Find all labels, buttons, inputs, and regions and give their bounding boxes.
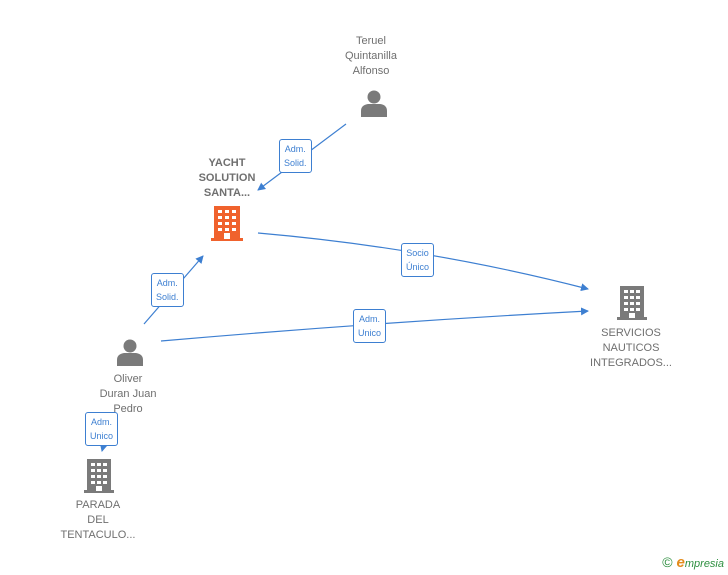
node-label-line: SERVICIOS [601,327,661,339]
edge-label-oliver-parada[interactable]: Adm. Unico [85,412,119,446]
node-parada[interactable]: PARADA DEL TENTACULO... [50,498,146,543]
node-label-line: YACHT [208,157,246,169]
node-label-line: Teruel [356,35,386,47]
node-label-line: Oliver [113,373,143,385]
edge-label-oliver-servicios[interactable]: Adm. Unico [353,309,387,343]
edge-label-oliver-yacht[interactable]: Adm. Solid. [151,273,184,307]
edge-label-yacht-servicios[interactable]: Socio Único [401,243,435,277]
node-label-line: SANTA... [203,187,251,199]
empresia-watermark: ©empresia [662,554,724,571]
node-label-line: Quintanilla [345,50,397,62]
node-label-line: Duran Juan [99,388,157,400]
brand-e: e [676,554,685,571]
node-label-line: INTEGRADOS... [590,357,672,369]
building-icon[interactable] [211,206,243,242]
brand-rest: mpresia [684,558,724,570]
node-servicios[interactable]: SERVICIOS NAUTICOS INTEGRADOS... [578,326,684,371]
node-yacht[interactable]: YACHT SOLUTION SANTA... [186,156,268,201]
node-teruel[interactable]: Teruel Quintanilla Alfonso [330,34,412,79]
node-label-line: PARADA [75,499,121,511]
copyright-icon: © [662,554,673,570]
person-icon[interactable] [359,88,389,118]
building-icon[interactable] [617,286,647,321]
edge-label-teruel-yacht[interactable]: Adm. Solid. [279,139,312,173]
node-label-line: Alfonso [352,65,390,77]
node-label-line: Pedro [113,403,143,415]
node-oliver[interactable]: Oliver Duran Juan Pedro [86,372,170,417]
node-label-line: DEL [87,514,109,526]
building-icon[interactable] [84,459,114,494]
node-label-line: TENTACULO... [60,529,136,541]
node-label-line: SOLUTION [198,172,256,184]
node-label-line: NAUTICOS [602,342,660,354]
person-icon[interactable] [115,337,145,367]
